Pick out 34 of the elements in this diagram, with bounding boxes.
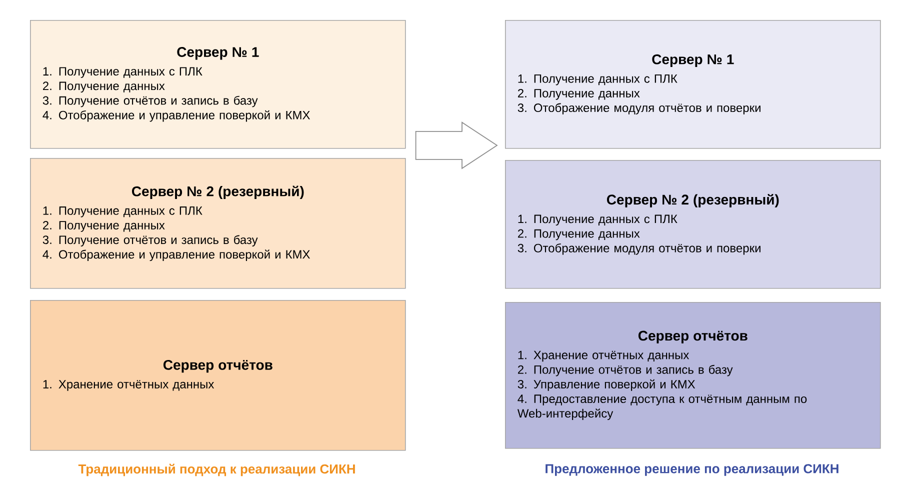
box-heading: Сервер отчётов: [163, 360, 272, 373]
list-item: 1. Получение данных с ПЛК: [518, 214, 678, 226]
list-item: 2. Получение данных: [518, 229, 640, 240]
list-item: 1. Получение данных с ПЛК: [518, 74, 678, 86]
server-box: [30, 300, 406, 451]
list-item: 3. Управление поверкой и КМХ: [518, 379, 696, 391]
server-box: [505, 20, 881, 149]
list-item: 2. Получение данных: [43, 220, 165, 232]
caption: Предложенное решение по реализации СИКН: [546, 464, 838, 476]
list-item: 4. Отображение и управление поверкой и КМХ: [42, 110, 310, 122]
list-item: 3. Получение отчётов и запись в базу: [42, 235, 258, 246]
server-box: [505, 302, 881, 449]
server-box: [30, 20, 406, 149]
list-item: 3. Получение отчётов и запись в базу: [42, 96, 258, 108]
list-item: 4. Предоставление доступа к отчётным данным по Web-интерфейсу: [517, 394, 807, 420]
box-heading: Сервер № 1: [652, 54, 734, 68]
server-box: [30, 158, 406, 289]
list-item: 1. Хранение отчётных данных: [43, 380, 214, 391]
list-item: 2. Получение данных: [518, 88, 640, 100]
list-item: 2. Получение данных: [43, 82, 165, 93]
box-heading: Сервер № 1: [177, 47, 259, 60]
list-item: 1. Хранение отчётных данных: [518, 350, 690, 362]
caption: Традиционный подход к реализации СИКН: [78, 464, 355, 476]
server-box: [505, 160, 881, 289]
list-item: 3. Отображение модуля отчётов и поверки: [518, 243, 760, 255]
list-item: 2. Получение отчётов и запись в базу: [518, 364, 733, 376]
list-item: 3. Отображение модуля отчётов и поверки: [518, 103, 760, 114]
box-heading: Сервер № 2 (резервный): [606, 194, 779, 208]
box-heading: Сервер № 2 (резервный): [132, 186, 304, 200]
list-item: 4. Отображение и управление поверкой и КМХ: [42, 250, 310, 262]
block-arrow: [415, 122, 498, 170]
list-item: 1. Получение данных с ПЛК: [43, 67, 202, 78]
list-item: 1. Получение данных с ПЛК: [43, 206, 202, 218]
box-heading: Сервер отчётов: [638, 330, 748, 344]
